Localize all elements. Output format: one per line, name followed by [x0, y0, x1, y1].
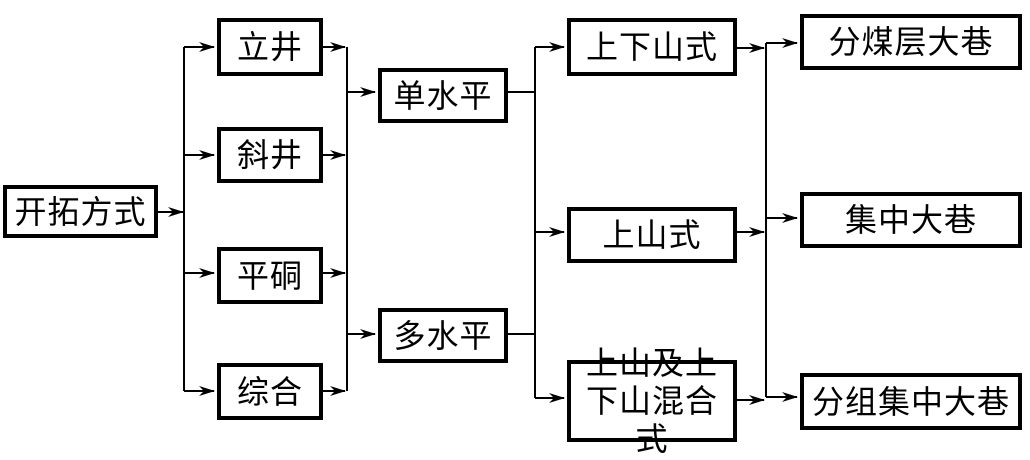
node-vertical-shaft: 立井 — [217, 18, 323, 76]
node-concentrated-main-roadway: 集中大巷 — [800, 192, 1022, 248]
node-per-seam-main-roadway: 分煤层大巷 — [800, 14, 1022, 70]
node-updip-downdip-type: 上下山式 — [567, 18, 737, 76]
node-inclined-shaft: 斜井 — [217, 127, 323, 183]
node-development-method: 开拓方式 — [3, 185, 158, 238]
node-multi-level: 多水平 — [378, 308, 508, 363]
node-combined: 综合 — [217, 363, 323, 420]
node-adit: 平硐 — [217, 247, 323, 304]
node-grouped-concentrated-main-roadway: 分组集中大巷 — [800, 373, 1022, 430]
node-updip-type: 上山式 — [567, 207, 737, 263]
node-single-level: 单水平 — [378, 68, 508, 123]
node-mixed-updip-downdip-type: 上山及上下山混合式 — [567, 344, 737, 458]
